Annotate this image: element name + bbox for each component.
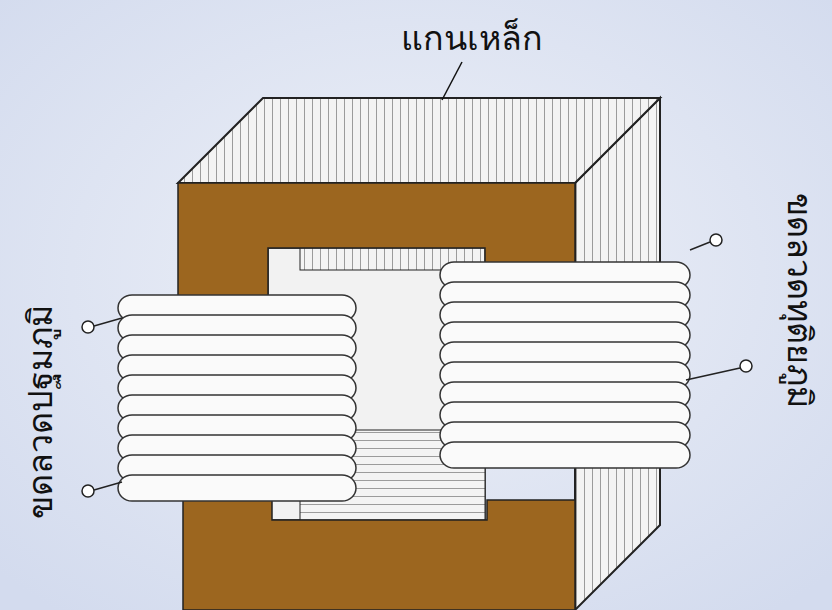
secondary-coil: [440, 262, 690, 468]
terminal: [82, 234, 752, 497]
core-front-bottom: [183, 500, 575, 610]
leader-line: [442, 62, 462, 100]
core-top-face: [178, 98, 660, 183]
coil-label: ขดลวดทุติยภูมิ: [780, 193, 821, 408]
part-label: แกนเหล็ก: [401, 18, 543, 59]
coil-label: ขดลวดปฐมภูมิ: [20, 305, 61, 519]
primary-coil: [118, 295, 356, 501]
